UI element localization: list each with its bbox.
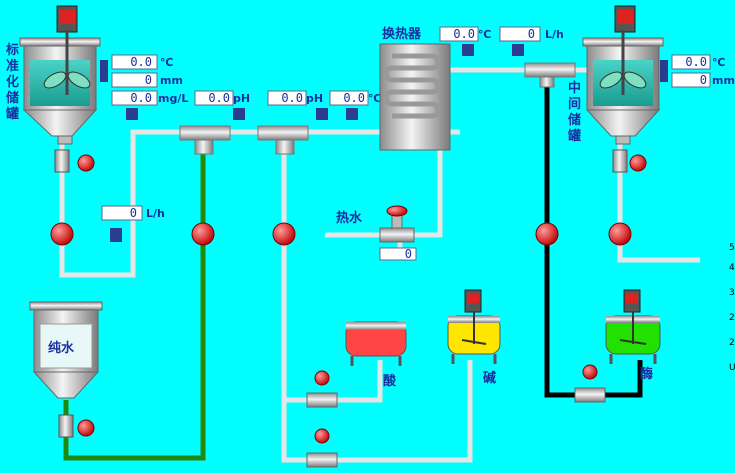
svg-text:4: 4 [729, 263, 735, 273]
standard-outlet-valve[interactable] [54, 149, 95, 173]
svg-text:罐: 罐 [5, 106, 19, 122]
pump-5[interactable] [608, 222, 632, 246]
svg-text:L/h: L/h [545, 28, 564, 41]
svg-text:0.0: 0.0 [130, 91, 152, 105]
svg-text:mm: mm [712, 74, 735, 87]
svg-text:℃: ℃ [160, 56, 173, 69]
acid-label: 酸 [383, 373, 397, 389]
svg-text:0.0: 0.0 [685, 55, 707, 69]
pure-water-valve[interactable] [58, 414, 95, 438]
svg-text:标: 标 [5, 42, 19, 58]
svg-text:3: 3 [729, 288, 735, 298]
middle-outlet-valve[interactable] [612, 149, 647, 173]
svg-text:pH: pH [306, 92, 323, 105]
svg-text:罐: 罐 [567, 128, 581, 144]
exchanger-label: 换热器 [382, 26, 422, 42]
hot-water-label: 热水 [336, 210, 363, 226]
hx-outlet-tee [524, 62, 576, 88]
enzyme-tank[interactable] [605, 289, 661, 364]
pump-4[interactable] [535, 222, 559, 246]
standard-tank[interactable] [19, 5, 101, 145]
acid-valve[interactable] [306, 370, 338, 408]
svg-text:2: 2 [729, 338, 735, 348]
svg-text:0: 0 [405, 247, 412, 261]
svg-text:中: 中 [568, 80, 581, 96]
svg-text:℃: ℃ [712, 56, 725, 69]
middle-tank[interactable] [582, 5, 668, 145]
pump-2[interactable] [191, 222, 215, 246]
hot-water-valve[interactable] [379, 205, 415, 243]
alkali-tank[interactable] [447, 289, 501, 364]
svg-text:化: 化 [6, 74, 19, 90]
standard-tank-label: 标 准 化 储 罐 [5, 42, 19, 122]
ph2-readout: 0.0 pH [267, 90, 328, 120]
hx-flow-readout: 0 L/h [499, 26, 564, 56]
line-temp-readout: 0.0 ℃ [329, 90, 381, 120]
middle-tank-label: 中 间 储 罐 [567, 80, 581, 144]
heat-exchanger[interactable] [379, 43, 451, 151]
svg-text:L/h: L/h [146, 207, 165, 220]
svg-text:0: 0 [528, 27, 535, 41]
pure-water-tank[interactable] [29, 301, 103, 399]
pure-water-label: 纯水 [48, 340, 75, 356]
svg-text:5: 5 [729, 243, 735, 253]
svg-text:准: 准 [6, 58, 19, 74]
pump-3[interactable] [272, 222, 296, 246]
svg-text:0.0: 0.0 [130, 55, 152, 69]
svg-text:0.0: 0.0 [281, 91, 303, 105]
std-conc-readout: 0.0 mg/L [111, 90, 188, 106]
svg-text:0: 0 [145, 73, 152, 87]
side-tick-labels: 5 4 3 2 2 U [729, 243, 735, 373]
svg-text:pH: pH [233, 92, 250, 105]
alkali-label: 碱 [483, 370, 496, 386]
ph1-readout: 0.0 pH [194, 90, 250, 120]
svg-text:2: 2 [729, 313, 735, 323]
hx-temp-readout: 0.0 ℃ [439, 26, 491, 56]
mid-temp-readout: 0.0 ℃ [671, 54, 725, 70]
enzyme-label: 酶 [640, 366, 653, 382]
svg-text:0: 0 [700, 73, 707, 87]
mid-level-readout: 0 mm [671, 72, 735, 88]
alkali-valve[interactable] [306, 428, 338, 468]
svg-text:℃: ℃ [368, 92, 381, 105]
tee-joints [179, 125, 309, 155]
svg-text:储: 储 [5, 90, 19, 106]
hot-water-valve-readout: 0 [379, 247, 417, 261]
pump-1[interactable] [50, 222, 74, 246]
std-level-readout: 0 mm [111, 72, 183, 88]
enzyme-valve[interactable] [574, 364, 606, 403]
svg-text:0: 0 [130, 206, 137, 220]
std-sensors [100, 60, 108, 82]
feed-flow-readout: 0 L/h [101, 205, 165, 242]
acid-tank[interactable] [345, 321, 407, 366]
svg-text:0.0: 0.0 [208, 91, 230, 105]
svg-text:0.0: 0.0 [343, 91, 365, 105]
svg-text:mm: mm [160, 74, 183, 87]
svg-text:℃: ℃ [478, 28, 491, 41]
svg-text:间: 间 [568, 96, 581, 112]
std-temp-readout: 0.0 ℃ [111, 54, 173, 70]
svg-text:U: U [729, 363, 735, 373]
svg-text:0.0: 0.0 [453, 27, 475, 41]
std-conc-sensor [126, 108, 138, 120]
svg-text:mg/L: mg/L [158, 92, 188, 105]
svg-text:储: 储 [567, 112, 581, 128]
